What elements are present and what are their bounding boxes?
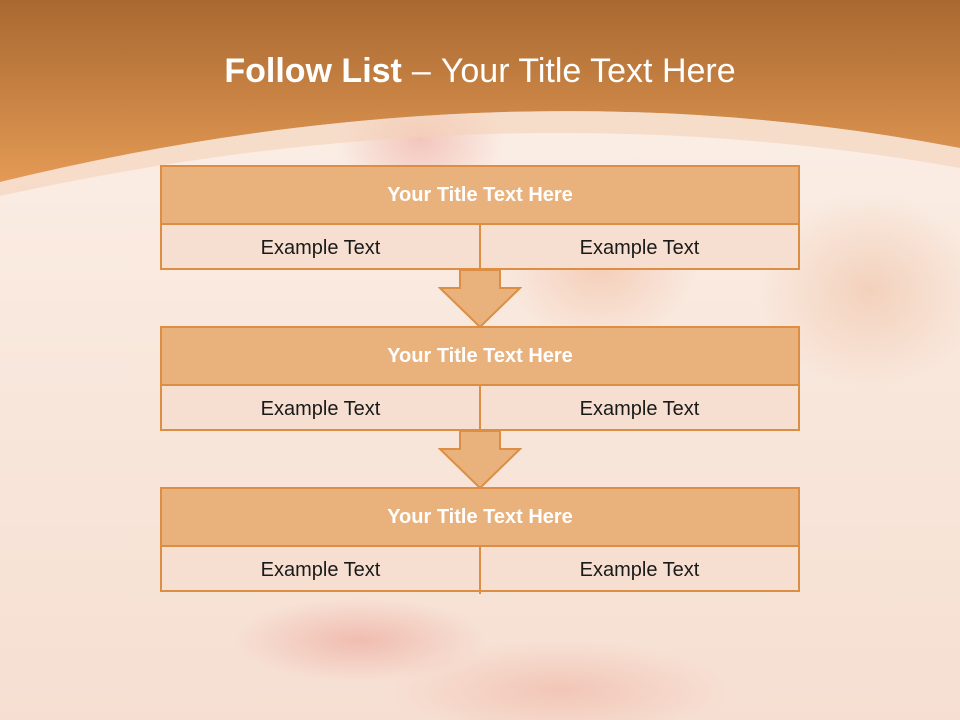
step-cell-left: Example Text — [260, 237, 381, 259]
step-cell-right: Example Text — [479, 225, 798, 272]
slide-title: Follow List–Your Title Text Here — [0, 52, 960, 91]
down-arrow-icon — [438, 270, 522, 329]
title-separator: – — [411, 52, 431, 90]
title-rest: Your Title Text Here — [440, 52, 736, 90]
step-card-1: Your Title Text Here Example Text Exampl… — [160, 165, 800, 272]
step-cell-right: Example Text — [479, 386, 798, 433]
title-bold: Follow List — [224, 52, 402, 90]
step-title: Your Title Text Here — [162, 167, 798, 225]
step-cell-left: Example Text — [260, 398, 381, 420]
step-cell-right: Example Text — [479, 547, 798, 594]
step-card-2: Your Title Text Here Example Text Exampl… — [160, 326, 800, 433]
step-title: Your Title Text Here — [162, 328, 798, 386]
down-arrow-icon — [438, 431, 522, 490]
step-cell-left: Example Text — [260, 559, 381, 581]
step-title: Your Title Text Here — [162, 489, 798, 547]
step-card-3: Your Title Text Here Example Text Exampl… — [160, 487, 800, 594]
